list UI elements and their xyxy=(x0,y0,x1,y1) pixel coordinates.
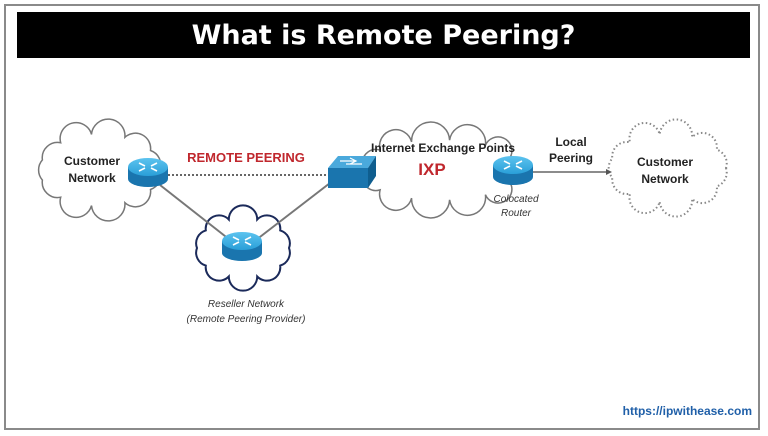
arrow-icon xyxy=(606,169,612,175)
customer-network-left-label-2: Network xyxy=(68,171,116,185)
customer-router-icon xyxy=(128,158,168,187)
reseller-router-icon xyxy=(222,232,262,261)
page-title: What is Remote Peering? xyxy=(17,12,750,58)
reseller-network-label-2: (Remote Peering Provider) xyxy=(187,314,306,325)
local-peering-label-2: Peering xyxy=(549,151,593,165)
image-frame xyxy=(4,4,760,430)
ixp-label: IXP xyxy=(418,160,445,179)
ixp-title-label: Internet Exchange Points xyxy=(371,141,515,155)
local-peering-label: Local xyxy=(555,135,586,149)
customer-network-right-cloud-icon xyxy=(607,118,728,218)
customer-network-right-label: Customer xyxy=(637,155,693,169)
customer-network-right-label-2: Network xyxy=(641,172,689,186)
colocated-router-icon xyxy=(493,156,533,185)
ixp-switch-icon xyxy=(328,156,376,188)
footer-url[interactable]: https://ipwithease.com xyxy=(622,404,752,418)
colocated-router-label: Colocated xyxy=(493,194,538,205)
customer-network-left-cloud-icon xyxy=(37,118,162,222)
link-customer-reseller xyxy=(159,184,231,241)
remote-peering-label: REMOTE PEERING xyxy=(187,150,305,165)
link-reseller-ixp xyxy=(255,182,331,241)
reseller-network-label: Reseller Network xyxy=(208,299,285,310)
customer-network-left-label: Customer xyxy=(64,154,120,168)
colocated-router-label-2: Router xyxy=(501,208,532,219)
